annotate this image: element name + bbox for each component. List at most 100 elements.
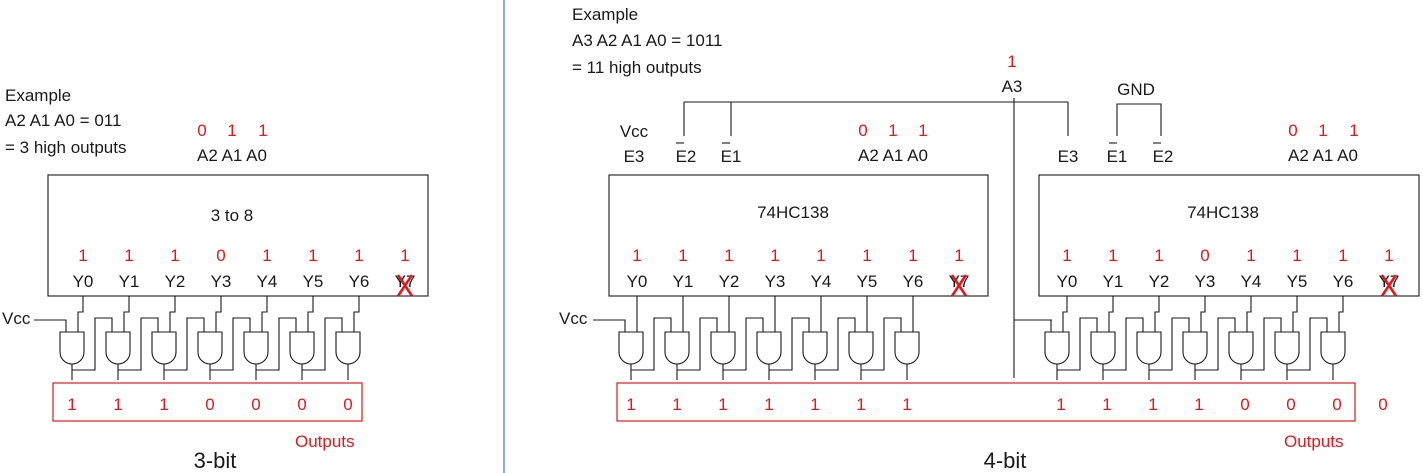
decoder2-unused-pin-mark — [1380, 274, 1398, 297]
left-pin-value: 0 — [216, 246, 225, 265]
left-chain-wire — [72, 317, 113, 371]
left-pin-value: 1 — [308, 246, 317, 265]
decoder1-pin-value: 1 — [908, 246, 917, 265]
left-input-value-a0: 1 — [258, 121, 267, 140]
right-a-gate-leads — [854, 320, 868, 380]
right-b-gate-leads — [1188, 320, 1202, 380]
decoder1-input-value-a1: 1 — [888, 121, 897, 140]
decoder1-pin-value: 1 — [816, 246, 825, 265]
decoder1-pin-label: Y6 — [903, 272, 924, 291]
left-output-value: 0 — [297, 395, 306, 414]
right-example-equation: A3 A2 A1 A0 = 1011 — [572, 31, 722, 50]
right-a-chain-wire — [723, 317, 764, 371]
left-gate-leads — [249, 320, 263, 380]
left-output-value: 1 — [67, 395, 76, 414]
right-b-and-gate — [1182, 331, 1208, 365]
decoder1-pin-value: 1 — [770, 246, 779, 265]
left-vcc-wire — [34, 319, 67, 322]
right-caption: 4-bit — [984, 448, 1027, 473]
decoder2-enable-e3: E3 — [1058, 147, 1079, 166]
decoder1-pin-value: 1 — [954, 246, 963, 265]
decoder2-pin-label: Y6 — [1333, 272, 1354, 291]
decoder2-pin-value: 1 — [1154, 246, 1163, 265]
three-bit-section: Example A2 A1 A0 = 011 = 3 high outputs … — [2, 86, 429, 473]
left-output-value: 0 — [205, 395, 214, 414]
decoder2-input-value-a0: 1 — [1349, 121, 1358, 140]
left-and-gate — [151, 331, 177, 365]
decoder1-vcc-label: Vcc — [620, 122, 649, 141]
left-chain-wire — [256, 317, 297, 371]
left-pin-wire — [123, 296, 130, 320]
decoder1-pin-value: 1 — [632, 246, 641, 265]
right-a-chain-wire — [861, 317, 902, 371]
right-a-and-gate — [710, 331, 736, 365]
gnd-wire — [1116, 103, 1162, 136]
right-b-chain-wire — [1195, 317, 1236, 371]
right-output-value: 1 — [672, 395, 681, 414]
left-pin-label: Y3 — [211, 272, 232, 291]
decoder1-box — [608, 174, 989, 297]
decoder2-box — [1038, 174, 1420, 297]
decoder1-pin-label: Y5 — [857, 272, 878, 291]
left-gate-leads — [341, 320, 355, 380]
left-decoder-box — [47, 174, 429, 297]
right-b-and-gate — [1090, 331, 1116, 365]
left-chain-wire — [302, 317, 343, 371]
right-output-value: 1 — [902, 395, 911, 414]
decoder1-pin-value: 1 — [724, 246, 733, 265]
right-a-and-gate — [848, 331, 874, 365]
left-chain-wire — [210, 317, 251, 371]
left-pin-value: 1 — [78, 246, 87, 265]
decoder2-pin-value: 1 — [1384, 246, 1393, 265]
decoder2-name: 74HC138 — [1187, 203, 1259, 222]
left-pin-wire — [215, 296, 222, 320]
left-pin-wire — [169, 296, 176, 320]
decoder2-pin-value: 1 — [1292, 246, 1301, 265]
left-example-equation: A2 A1 A0 = 011 — [5, 111, 121, 130]
right-b-gate-leads — [1280, 320, 1294, 380]
a3-value: 1 — [1007, 52, 1016, 71]
decoder1-pin-label: Y1 — [673, 272, 694, 291]
right-a-gate-leads — [808, 320, 822, 380]
left-pin-wire — [307, 296, 314, 320]
decoder2-pin-label: Y4 — [1241, 272, 1262, 291]
left-vcc-label: Vcc — [2, 309, 31, 328]
decoder2-pin-value: 1 — [1062, 246, 1071, 265]
decoder2-enable-e1: E1 — [1107, 147, 1128, 166]
right-a-and-gate — [756, 331, 782, 365]
gnd-label: GND — [1117, 80, 1155, 99]
right-a-gate-leads — [762, 320, 776, 380]
left-pin-label: Y2 — [165, 272, 186, 291]
decoder2-input-value-a2: 0 — [1288, 121, 1297, 140]
right-output-value: 1 — [1056, 395, 1065, 414]
left-output-value: 1 — [113, 395, 122, 414]
left-pin-label: Y1 — [119, 272, 140, 291]
right-output-value: 1 — [764, 395, 773, 414]
left-gate-leads — [203, 320, 217, 380]
right-b-gate-leads — [1326, 320, 1340, 380]
decoder2-enable-e2: E2 — [1153, 147, 1174, 166]
left-gate-leads — [157, 320, 171, 380]
right-output-value: 0 — [1240, 395, 1249, 414]
left-example-result: = 3 high outputs — [5, 138, 126, 157]
left-output-value: 1 — [159, 395, 168, 414]
right-output-value: 1 — [856, 395, 865, 414]
decoder1-pin-label: Y3 — [765, 272, 786, 291]
right-a-gate-leads — [670, 320, 684, 380]
right-b-gate-leads — [1142, 320, 1156, 380]
left-example-title: Example — [5, 86, 71, 105]
right-a-and-gate — [664, 331, 690, 365]
right-and-gates — [593, 296, 1346, 380]
decoder2-pin-label: Y0 — [1057, 272, 1078, 291]
right-b-and-gate — [1044, 331, 1070, 365]
right-a-chain-wire — [769, 317, 810, 371]
left-pin-label: Y6 — [349, 272, 370, 291]
right-output-value: 0 — [1286, 395, 1295, 414]
left-pin-value: 1 — [262, 246, 271, 265]
left-input-value-a1: 1 — [227, 121, 236, 140]
left-input-labels: A2 A1 A0 — [197, 146, 267, 165]
decoder2-pin-label: Y2 — [1149, 272, 1170, 291]
